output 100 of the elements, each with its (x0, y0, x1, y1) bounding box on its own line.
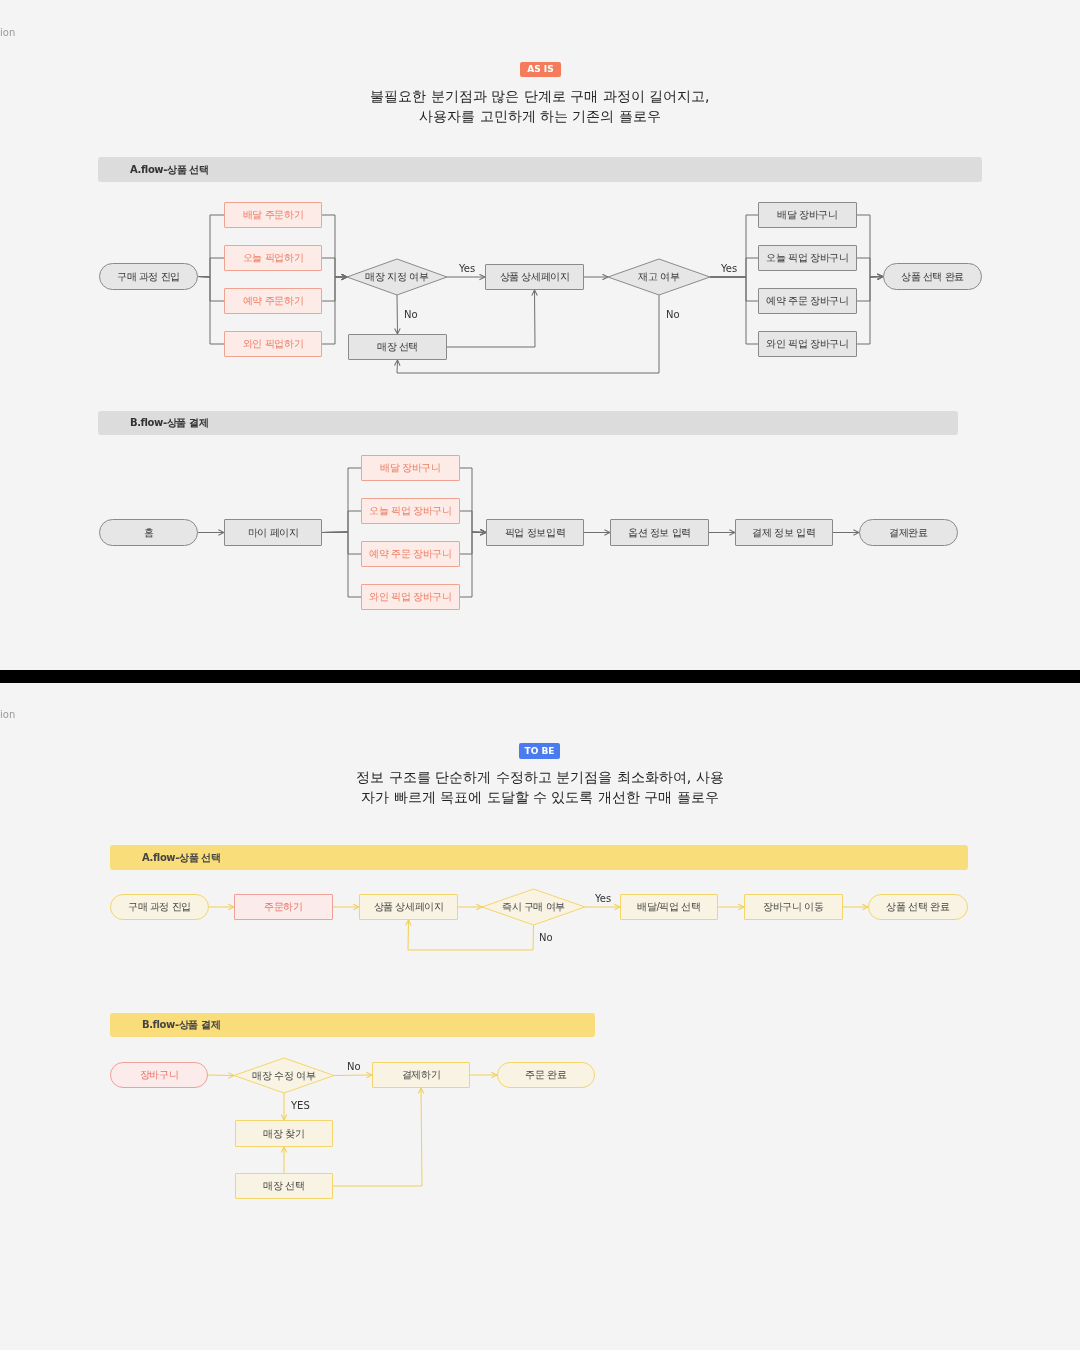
edge-label: Yes (594, 893, 613, 905)
connector-arrow (469, 1071, 498, 1079)
section-header-band (110, 1013, 595, 1037)
connector-arrow (393, 294, 660, 374)
node-label: 주문 완료 (525, 1068, 567, 1082)
section-heading: A.flow-상품 선택 (130, 162, 209, 177)
process-box (348, 334, 447, 360)
process-box (758, 245, 857, 271)
node-label: 매장 찾기 (263, 1126, 305, 1141)
node-label: 예약 주문 장바구니 (369, 547, 452, 561)
terminal-pill (99, 519, 198, 546)
connector-arrow (333, 1071, 373, 1079)
node-label: 홈 (143, 525, 154, 540)
node-label: 와인 픽업하기 (242, 337, 304, 351)
status-tag: TO BE (519, 743, 560, 759)
process-box (744, 894, 843, 920)
process-box (372, 1062, 470, 1088)
process-box (224, 288, 322, 314)
node-label: 상품 상세페이지 (373, 900, 444, 914)
section-heading: B.flow-상품 결제 (130, 416, 209, 430)
node-label: 매장 수정 여부 (252, 1068, 316, 1083)
connector-arrow (459, 529, 487, 598)
edge-label: No (403, 309, 419, 321)
process-box (735, 519, 833, 546)
edge-label: No (665, 309, 681, 321)
connector-arrow (842, 903, 869, 911)
terminal-pill (110, 894, 209, 920)
node-label: 상품 상세페이지 (499, 270, 570, 284)
connector-arrow (394, 294, 401, 335)
connector-arrow (717, 903, 745, 911)
process-box (224, 519, 322, 546)
process-box (235, 1173, 333, 1199)
node-label: 배달 주문하기 (242, 208, 304, 222)
connector-arrow (280, 1146, 288, 1174)
node-label: 마이 페이지 (247, 525, 299, 540)
edge-label: Yes (720, 263, 739, 275)
process-box (610, 519, 709, 546)
process-box (359, 894, 458, 920)
process-box (486, 519, 584, 546)
process-box (758, 331, 857, 357)
section-header-band (98, 157, 982, 182)
node-label: 상품 선택 완료 (900, 269, 965, 284)
process-box (758, 202, 857, 228)
node-label: 배달 장바구니 (380, 461, 441, 475)
node-label: 재고 여부 (638, 270, 680, 284)
node-label: 예약 주문하기 (242, 294, 304, 308)
process-box (361, 455, 460, 481)
connector-arrow (280, 1092, 288, 1121)
process-box (235, 1120, 333, 1147)
node-label: 매장 선택 (263, 1179, 305, 1193)
connector-arrow (208, 903, 235, 911)
process-box (361, 498, 460, 524)
edge-label: No (346, 1061, 362, 1073)
flow-description: 정보 구조를 단순하게 수정하고 분기점을 최소화하여, 사용자가 빠르게 목표에 도달할 수 있도록 개선한 구매 플로우 (355, 768, 725, 807)
connector-arrow (332, 1087, 425, 1187)
connector-arrow (832, 529, 860, 536)
connector-arrow (197, 529, 225, 536)
connector-arrow (856, 273, 884, 345)
connector-arrow (446, 289, 538, 348)
terminal-pill (110, 1062, 208, 1088)
status-tag: AS IS (520, 62, 561, 77)
process-box (361, 584, 460, 610)
node-label: 구매 과정 진입 (116, 269, 181, 284)
connector-arrow (332, 903, 360, 911)
node-label: 장바구니 (139, 1068, 179, 1082)
connector-arrow (583, 273, 609, 281)
node-label: 픽업 정보입력 (504, 525, 566, 540)
section-heading: B.flow-상품 결제 (142, 1018, 221, 1032)
node-label: 와인 픽업 장바구니 (369, 590, 452, 604)
node-label: 결제하기 (401, 1068, 441, 1082)
node-label: 옵션 정보 입력 (627, 525, 692, 540)
process-box (224, 245, 322, 271)
section-header-band (98, 411, 958, 435)
node-label: 결제 정보 입력 (752, 525, 816, 540)
node-label: 와인 픽업 장바구니 (766, 337, 849, 351)
process-box (224, 202, 322, 228)
section-caption: ion (0, 27, 17, 38)
terminal-pill (868, 894, 968, 920)
node-label: 오늘 픽업 장바구니 (766, 251, 849, 265)
connector-arrow (207, 1072, 235, 1079)
connector-arrow (584, 903, 621, 911)
terminal-pill (99, 263, 198, 290)
node-label: 구매 과정 진입 (127, 900, 192, 914)
process-box (361, 541, 460, 567)
node-label: 즉시 구매 여부 (501, 900, 566, 914)
connector-arrow (321, 273, 348, 345)
node-label: 매장 선택 (376, 340, 419, 354)
connector-arrow (457, 903, 483, 911)
process-box (620, 894, 718, 920)
connector-arrow (708, 529, 736, 536)
node-label: 배달/픽업 선택 (637, 900, 701, 914)
node-label: 상품 선택 완료 (886, 900, 950, 914)
node-label: 장바구니 이동 (763, 900, 824, 914)
process-box (758, 288, 857, 314)
terminal-pill (859, 519, 958, 546)
node-label: 결제완료 (889, 525, 928, 540)
process-box (234, 894, 333, 920)
terminal-pill (883, 263, 982, 290)
flow-description: 불필요한 분기점과 많은 단계로 구매 과정이 길어지고,사용자를 고민하게 하는 기존의 플로우 (370, 87, 710, 126)
section-caption: ion (0, 709, 17, 720)
